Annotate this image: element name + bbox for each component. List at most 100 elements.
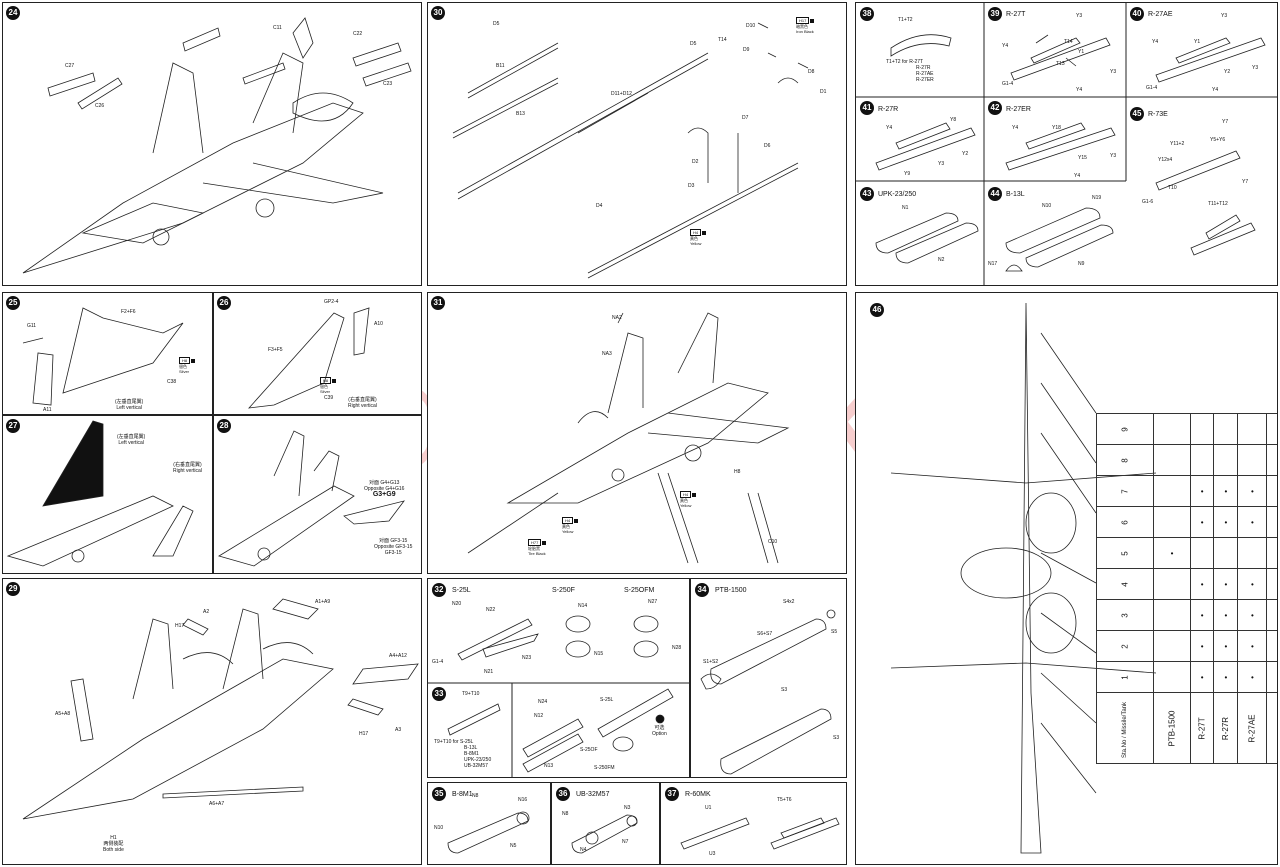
- label-t5t6: T5+T6: [777, 797, 792, 803]
- panel-27: 27 (左垂直尾翼)Left vertical (右垂直尾翼)Right ver…: [2, 415, 213, 574]
- loadout-cell: [1153, 413, 1192, 445]
- step-number: 30: [431, 6, 445, 20]
- part-drawing-38: [890, 34, 952, 57]
- grid-dividers: [856, 3, 1277, 285]
- label-a10: A10: [374, 321, 383, 327]
- missile-drawing-42: [1005, 122, 1116, 171]
- store-name-cell: R-27AE: [1237, 692, 1268, 764]
- missile-drawing-45: [1155, 150, 1256, 256]
- label-a11: A11: [43, 407, 52, 413]
- label-n22: N22: [486, 607, 496, 613]
- title-r27t: R-27T: [1006, 11, 1026, 18]
- label-y18: Y18: [1052, 125, 1061, 131]
- tank-drawing: [700, 609, 836, 775]
- title-r27ae: R-27AE: [1148, 11, 1173, 18]
- pod-drawing-44: [1005, 207, 1114, 272]
- panel-32-33-group: 32 S-25L S-250F S-25OFM N20 N22 N21 N23 …: [427, 578, 690, 778]
- loadout-cell: •: [1190, 568, 1215, 600]
- label-g14: G1-4: [1002, 81, 1014, 87]
- note-33: T9+T10 for S-25L B-13L B-8M1 UPK-23/250 …: [434, 739, 492, 769]
- loadout-cell: [1237, 537, 1268, 569]
- label-a6a7: A6+A7: [209, 801, 225, 807]
- label-u3: U3: [709, 851, 716, 857]
- loadout-cell: •: [1237, 661, 1268, 693]
- label-c39: C39: [324, 395, 334, 401]
- loadout-cell: •: [1266, 661, 1277, 693]
- title-b13l: B-13L: [1006, 191, 1025, 198]
- label-n19: N19: [1092, 195, 1102, 201]
- step-number-45: 45: [1130, 107, 1144, 121]
- step-number: 27: [6, 419, 20, 433]
- label-y12x4: Y12x4: [1158, 157, 1173, 163]
- label-t13: T13: [1056, 61, 1065, 67]
- loadout-cell: [1237, 413, 1268, 445]
- label-t11t12: T11+T12: [1208, 201, 1228, 207]
- label-y2: Y2: [1224, 69, 1231, 75]
- title-upk: UPK-23/250: [878, 191, 917, 198]
- step-number-42: 42: [988, 101, 1002, 115]
- loadout-cell: •: [1153, 537, 1192, 569]
- store-name-cell: R-27ER: [1266, 692, 1277, 764]
- table-row: 2•••••••••••: [1095, 630, 1277, 662]
- right-vertical-note: (右垂直尾翼)Right vertical: [348, 397, 377, 409]
- label-h17b: H17: [359, 731, 369, 737]
- label-n1: N1: [902, 205, 909, 211]
- store-name-cell: R-27R: [1213, 692, 1239, 764]
- missile-drawing-40: [1155, 37, 1266, 83]
- label-d1: D1: [820, 89, 827, 95]
- station-number-cell: 3: [1095, 599, 1155, 631]
- loadout-cell: •: [1237, 599, 1268, 631]
- label-a1a9: A1+A9: [315, 599, 331, 605]
- step-number: 36: [556, 787, 570, 801]
- rocket-drawings-32: [457, 615, 659, 661]
- grid-dividers: [428, 682, 689, 777]
- step-number-33: 33: [432, 687, 446, 701]
- label-c23: C23: [383, 81, 393, 87]
- label-d10: D10: [746, 23, 756, 29]
- title-r27er: R-27ER: [1006, 106, 1031, 113]
- step-number: 29: [6, 582, 20, 596]
- panel-46: 46 9••8•••••7•••••••••••6•••••••••••5•4•…: [855, 292, 1278, 865]
- loadout-cell: •: [1190, 475, 1215, 507]
- step-number: 34: [695, 583, 709, 597]
- pod-drawing-36: [571, 814, 638, 854]
- label-g14: G1-4: [432, 659, 444, 665]
- loadout-cell: [1213, 444, 1239, 476]
- title-r27r: R-27R: [878, 106, 899, 113]
- loadout-cell: •: [1266, 568, 1277, 600]
- loadout-cell: [1153, 568, 1192, 600]
- label-y4b: Y4: [1074, 173, 1081, 179]
- label-c11: C11: [273, 25, 282, 31]
- title-b8m1: B-8M1: [452, 791, 473, 798]
- station-number-cell: 1: [1095, 661, 1155, 693]
- loadout-cell: [1266, 413, 1277, 445]
- label-y8: Y8: [950, 117, 957, 123]
- loadout-cell: [1153, 444, 1192, 476]
- label-a3: A3: [395, 727, 402, 733]
- label-s3: S3: [781, 687, 788, 693]
- label-n27: N27: [648, 599, 658, 605]
- loadout-cell: •: [1213, 630, 1239, 662]
- tail-install-drawing: [218, 430, 405, 567]
- missile-drawing-39: [1010, 34, 1111, 81]
- panel-35: 35 B-8M1 N8 N16 N10 N5: [427, 782, 551, 865]
- label-y1: Y1: [1078, 49, 1085, 55]
- loadout-cell: [1153, 599, 1192, 631]
- label-y4: Y4: [886, 125, 893, 131]
- missile-drawing-37: [680, 817, 840, 850]
- label-c10: C10: [768, 539, 778, 545]
- loadout-cell: •: [1213, 506, 1239, 538]
- part-drawing-33: [447, 703, 501, 736]
- table-row: 6•••••••••••: [1095, 506, 1277, 538]
- title-ub32m57: UB-32M57: [576, 791, 610, 798]
- loadout-cell: •: [1190, 506, 1215, 538]
- label-u1: U1: [705, 805, 712, 811]
- label-n24: N24: [538, 699, 548, 705]
- left-vertical-note: (左垂直尾翼)Left vertical: [117, 434, 146, 446]
- loadout-cell: [1237, 444, 1268, 476]
- label-s5: S5: [831, 629, 838, 635]
